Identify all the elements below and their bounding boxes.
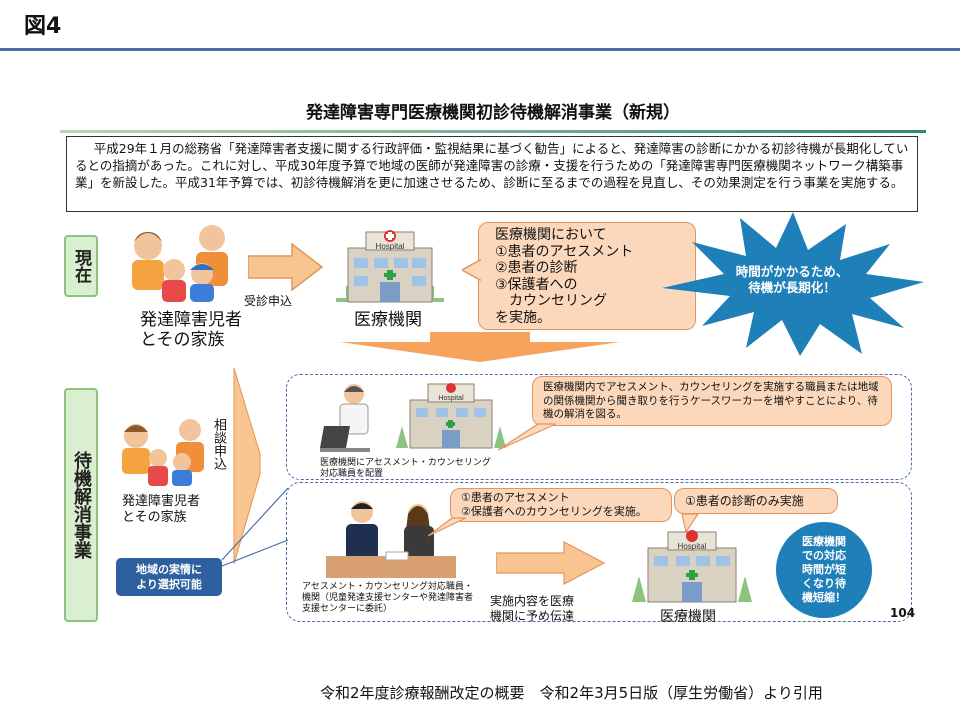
hospital-label-option2: 医療機関	[660, 609, 716, 625]
area-selectable-note: 地域の実情に より選択可能	[116, 558, 222, 596]
starburst-warning	[662, 212, 924, 356]
speech-text-option1: 医療機関内でアセスメント、カウンセリングを実施する職員または地域の関係機関から聞…	[543, 381, 879, 420]
header-divider	[0, 48, 960, 51]
speech-bubble-hospital-option2: ①患者の診断のみ実施	[674, 488, 838, 514]
speech-tail-option2	[428, 517, 467, 537]
hospital-icon-current: Hospital	[336, 230, 444, 303]
speech-tail-option1	[498, 423, 557, 451]
hospital-label-current: 医療機関	[354, 310, 422, 330]
section-label-project: 待機解消事業	[64, 388, 98, 622]
speech-bubble-current: 医療機関において ①患者のアセスメント ②患者の診断 ③保護者への カウンセリン…	[478, 222, 696, 330]
family-label-current: 発達障害児者 とその家族	[140, 310, 242, 350]
speech-text-option2: ①患者のアセスメント ②保護者へのカウンセリングを実施。	[461, 491, 647, 518]
figure-label: 図4	[24, 14, 62, 39]
hospital-sign: Hospital	[438, 395, 464, 402]
family-label-project: 発達障害児者 とその家族	[122, 494, 201, 525]
option1-box	[286, 374, 912, 480]
option2-staff-caption: アセスメント・カウンセリング対応職員・機関（児童発達支援センターや発達障害者支援…	[302, 582, 474, 614]
slide-title: 発達障害専門医療機関初診待機解消事業（新規）	[306, 103, 680, 123]
page-number: 104	[890, 606, 916, 620]
hospital-sign: Hospital	[678, 542, 707, 551]
speech-tail-hospital-option2	[681, 513, 700, 534]
option2-box	[286, 482, 912, 622]
speech-bubble-option2: ①患者のアセスメント ②保護者へのカウンセリングを実施。	[450, 488, 672, 522]
transition-arrow	[340, 332, 620, 362]
staff-at-laptop-icon	[320, 384, 370, 452]
arrow-consult	[233, 368, 261, 564]
arrow-transfer	[496, 541, 606, 585]
speech-bubble-option1: 医療機関内でアセスメント、カウンセリングを実施する職員または地域の関係機関から聞…	[532, 376, 892, 426]
hospital-sign: Hospital	[376, 242, 405, 251]
intro-text: 平成29年１月の総務省「発達障害者支援に関する行政評価・監視結果に基づく勧告」に…	[66, 136, 918, 212]
result-circle: 医療機関 での対応 時間が短 くなり待 機短縮！	[776, 522, 872, 618]
family-illustration-current	[132, 225, 228, 302]
arrow-label-apply: 受診申込	[244, 294, 293, 308]
connector-lines	[221, 487, 289, 567]
starburst-text: 時間がかかるため、 待機が長期化！	[735, 264, 849, 295]
hospital-icon-option1: Hospital	[396, 383, 506, 449]
hospital-icon-option2: Hospital	[632, 530, 752, 603]
speech-text-hospital-option2: ①患者の診断のみ実施	[685, 494, 804, 508]
speech-text-current: 医療機関において ①患者のアセスメント ②患者の診断 ③保護者への カウンセリン…	[495, 227, 634, 326]
title-divider	[60, 130, 926, 133]
arrow-apply	[248, 242, 324, 292]
source-citation: 令和2年度診療報酬改定の概要 令和2年3月5日版（厚生労働省）より引用	[320, 684, 823, 702]
staff-pair-icon	[326, 501, 456, 578]
speech-tail-current	[462, 258, 482, 282]
transfer-label: 実施内容を医療 機関に予め伝達	[490, 594, 575, 623]
slide: 発達障害専門医療機関初診待機解消事業（新規） 平成29年１月の総務省「発達障害者…	[58, 88, 928, 636]
family-illustration-project	[122, 419, 204, 486]
option1-staff-caption: 医療機関にアセスメント・カウンセリング 対応職員を配置	[320, 458, 491, 479]
section-label-current: 現在	[64, 235, 98, 297]
arrow-label-consult: 相談申込	[211, 418, 226, 470]
